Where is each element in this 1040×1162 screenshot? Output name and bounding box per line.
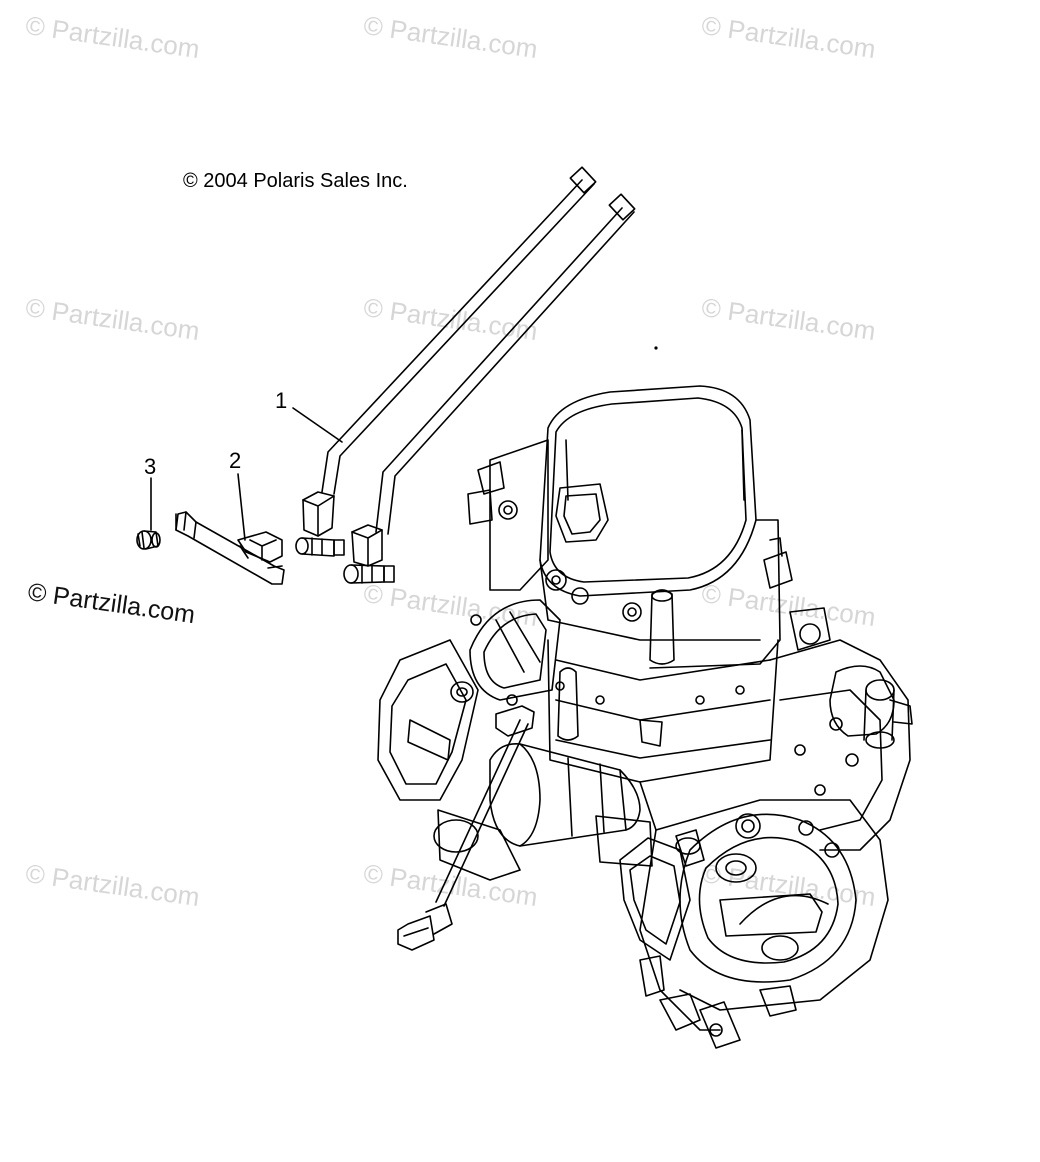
callout-1-leader bbox=[292, 407, 343, 443]
callout-2-label: 2 bbox=[229, 448, 242, 473]
callout-3-label: 3 bbox=[144, 454, 157, 479]
fuel-hose-part-1 bbox=[295, 166, 636, 584]
fuel-rail-part-2 bbox=[175, 511, 285, 585]
cap-part-3 bbox=[136, 530, 161, 550]
callout-2-leader bbox=[237, 473, 246, 541]
copyright-notice: © 2004 Polaris Sales Inc. bbox=[183, 170, 408, 192]
engine-assembly bbox=[377, 385, 913, 1049]
callout-1-label: 1 bbox=[275, 388, 288, 413]
